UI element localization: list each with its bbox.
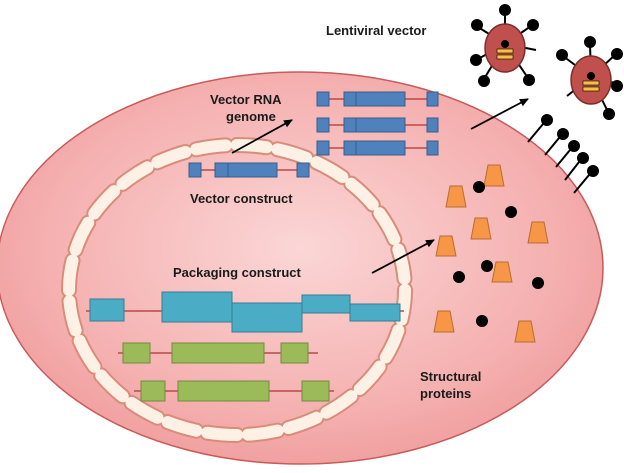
structural-proteins <box>433 164 549 343</box>
structural-protein-trapezoid-icon <box>433 310 455 333</box>
structural-protein-trapezoid-icon <box>514 320 536 343</box>
rna-copy <box>316 140 439 156</box>
arrow-transcription <box>231 119 293 154</box>
vector-rna-genome-copies <box>316 91 439 156</box>
membrane-receptors <box>527 114 599 194</box>
structural-proteins-label-line2: proteins <box>420 386 471 401</box>
lentivirus-particle-icon <box>470 4 539 87</box>
structural-protein-trapezoid-icon <box>483 164 505 187</box>
rna-copy <box>316 91 439 107</box>
membrane-receptor-icon <box>564 152 589 181</box>
vector-rna-label-line2: genome <box>226 109 276 124</box>
vector-construct-dna <box>188 162 310 178</box>
packaging-construct-rev <box>118 342 318 364</box>
membrane-receptor-icon <box>555 140 580 168</box>
structural-protein-trapezoid-icon <box>527 221 549 244</box>
structural-protein-trapezoid-icon <box>435 235 457 257</box>
vector-rna-label-line1: Vector RNA <box>210 92 282 107</box>
arrow-budding <box>470 98 529 130</box>
membrane-receptor-icon <box>527 114 553 143</box>
vector-construct-label: Vector construct <box>190 191 293 206</box>
membrane-receptor-icon <box>573 165 599 194</box>
packaging-construct-label: Packaging construct <box>173 265 302 280</box>
rna-copy <box>316 117 439 133</box>
lentivirus-particle-icon <box>556 36 623 120</box>
protein-dots <box>453 181 544 327</box>
packaging-construct-env <box>134 380 334 402</box>
packaging-construct-gag-pol <box>86 291 404 333</box>
structural-protein-trapezoid-icon <box>491 261 513 283</box>
lentiviral-vector-label: Lentiviral vector <box>326 23 426 38</box>
structural-protein-trapezoid-icon <box>470 217 492 240</box>
nucleus <box>61 137 413 443</box>
structural-proteins-label-line1: Structural <box>420 369 481 384</box>
membrane-receptor-icon <box>544 128 569 156</box>
arrow-translation <box>371 239 435 274</box>
host-cell <box>0 71 604 465</box>
structural-protein-trapezoid-icon <box>445 185 467 208</box>
